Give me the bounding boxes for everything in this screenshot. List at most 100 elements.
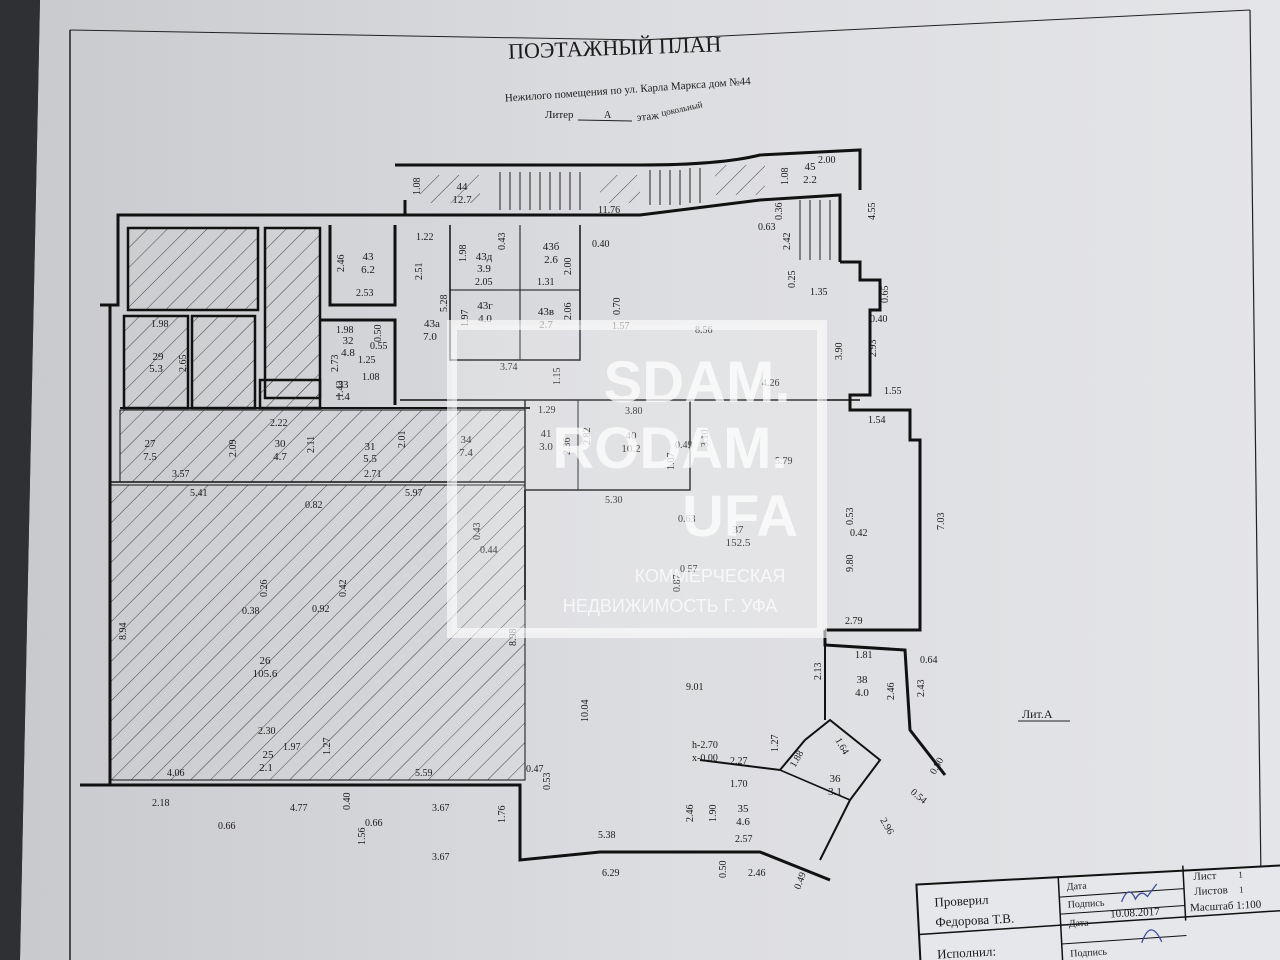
room-25: 252.1 bbox=[259, 749, 274, 774]
dimension-label: 1.08 bbox=[362, 372, 380, 383]
room-number: 35 bbox=[738, 803, 750, 815]
dimension-label: 0.64 bbox=[920, 655, 938, 666]
room-number: 43д bbox=[476, 251, 493, 263]
dimension-label: 2.11 bbox=[306, 436, 317, 453]
dimension-label: 3.10 bbox=[700, 430, 711, 448]
dimension-label: 2.46 bbox=[748, 868, 766, 879]
dimension-label: 0.38 bbox=[242, 606, 260, 617]
dimension-label: 1.76 bbox=[497, 806, 508, 824]
svg-text:SDAM.: SDAM. bbox=[604, 350, 791, 415]
room-area: 105.6 bbox=[253, 668, 278, 680]
executed-label: Исполнил: bbox=[937, 944, 997, 960]
dimension-label: 1.98 bbox=[151, 319, 169, 330]
room-area: 152.5 bbox=[726, 537, 751, 549]
height-note: h-2.70 bbox=[692, 740, 718, 751]
signature-scribble bbox=[1120, 883, 1163, 944]
dimension-label: 1.56 bbox=[357, 828, 368, 846]
room-number: 25 bbox=[263, 749, 275, 761]
dimension-label: 2.30 bbox=[258, 726, 276, 737]
dimension-label: 0.25 bbox=[787, 271, 798, 289]
dimension-label: 2.79 bbox=[845, 616, 863, 627]
room-number: 43 bbox=[363, 251, 375, 263]
room-number: 34 bbox=[461, 434, 473, 446]
room-area: 5.5 bbox=[363, 453, 377, 465]
dimension-label: 2.22 bbox=[270, 418, 288, 429]
dimension-label: 0.55 bbox=[370, 341, 388, 352]
dimension-label: 1.90 bbox=[708, 805, 719, 823]
dimension-label: 1.31 bbox=[537, 277, 555, 288]
dimension-label: 1.25 bbox=[358, 355, 376, 366]
dimension-label: 0.66 bbox=[365, 818, 383, 829]
dimension-label: 10.04 bbox=[580, 700, 591, 723]
dimension-label: 1.70 bbox=[730, 779, 748, 790]
room-area: 3.1 bbox=[828, 786, 842, 798]
dimension-label: 4.06 bbox=[167, 768, 185, 779]
dimension-label: 1.22 bbox=[416, 232, 434, 243]
dimension-label: 9.80 bbox=[845, 555, 856, 573]
dimension-label: 0.65 bbox=[880, 286, 891, 304]
room-area: 6.2 bbox=[361, 264, 375, 276]
room-number: 43а bbox=[424, 318, 440, 330]
dimension-label: 0.42 bbox=[338, 580, 349, 598]
dimension-label: 0.40 bbox=[342, 793, 353, 811]
dimension-label: 2.27 bbox=[730, 756, 748, 767]
dimension-label: 3.57 bbox=[172, 469, 190, 480]
dimension-label: 8.94 bbox=[118, 623, 129, 641]
dimension-label: 1.43 bbox=[335, 381, 346, 399]
dimension-label: 11.76 bbox=[598, 205, 620, 216]
room-area: 7.0 bbox=[423, 331, 437, 343]
dimension-label: 1.81 bbox=[855, 650, 873, 661]
room-number: 45 bbox=[805, 161, 817, 173]
dimension-label: 0.47 bbox=[526, 764, 544, 775]
sheets-value: 1 bbox=[1239, 884, 1244, 894]
room-29: 295.3 bbox=[149, 351, 164, 375]
liter-label: Литер bbox=[545, 109, 574, 121]
dimension-label: 1.98 bbox=[458, 245, 469, 263]
dimension-label: 2.57 bbox=[735, 834, 753, 845]
dimension-label: 0.82 bbox=[305, 500, 323, 511]
date-label-2: Дата bbox=[1068, 918, 1089, 930]
room-area: 2.6 bbox=[544, 254, 558, 266]
room-number: 40 bbox=[626, 430, 638, 442]
dimension-label: 1.27 bbox=[322, 738, 333, 756]
room-area: 3.0 bbox=[539, 441, 553, 453]
room-number: 43в bbox=[538, 306, 554, 318]
liter-underline bbox=[577, 119, 633, 122]
svg-text:КОММЕРЧЕСКАЯ: КОММЕРЧЕСКАЯ bbox=[635, 566, 786, 586]
room-31: 315.5 bbox=[363, 441, 377, 465]
dimension-label: 2.18 bbox=[152, 798, 170, 809]
dimension-label: 1.97 bbox=[283, 742, 301, 753]
dimension-label: 2.53 bbox=[356, 288, 374, 299]
room-area: 12.7 bbox=[452, 194, 472, 206]
room-area: 7.4 bbox=[459, 447, 473, 459]
dimension-label: 1.07 bbox=[666, 453, 677, 471]
title-block: Проверил Федорова Т.В. Исполнил: Дата По… bbox=[915, 864, 1280, 960]
dimension-label: 5.28 bbox=[439, 295, 450, 313]
dimension-label: 0.66 bbox=[218, 821, 236, 832]
room-area: 5.3 bbox=[149, 363, 163, 375]
dimension-label: 0.50 bbox=[373, 325, 384, 343]
dimension-label: 2.06 bbox=[563, 303, 574, 321]
liter-value: А bbox=[604, 110, 612, 121]
date-label-1: Дата bbox=[1066, 881, 1087, 893]
dimension-label: 5.30 bbox=[605, 495, 623, 506]
dimension-label: 2.46 bbox=[886, 683, 897, 701]
dimension-label: 3.74 bbox=[500, 362, 518, 373]
room-number: 37 bbox=[733, 524, 745, 536]
room-area: 7.5 bbox=[143, 451, 157, 463]
signature-label-1: Подпись bbox=[1067, 898, 1105, 911]
dimension-label: 2.51 bbox=[414, 263, 425, 281]
dimension-label: 0.36 bbox=[774, 203, 785, 221]
room-37: 37152.5 bbox=[726, 524, 751, 549]
dimension-label: 4.55 bbox=[867, 203, 878, 221]
room-area: 10.2 bbox=[621, 443, 640, 455]
dimension-label: 1.15 bbox=[552, 368, 563, 386]
room-43: 436.2 bbox=[361, 251, 375, 276]
room-area: 4.7 bbox=[273, 451, 287, 463]
date-value: 10.08.2017 bbox=[1110, 906, 1161, 921]
